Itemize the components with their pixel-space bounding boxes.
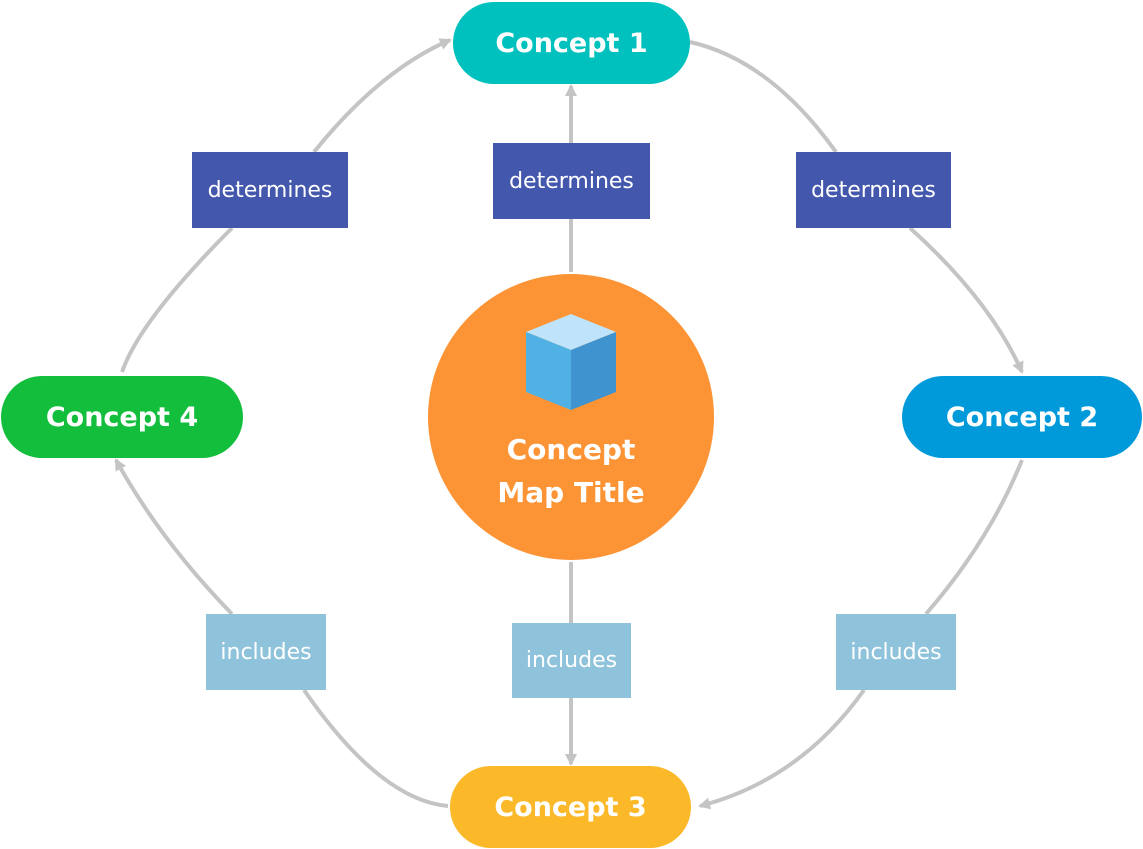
center-title-line-1: Concept bbox=[506, 433, 636, 466]
center-title: Concept Map Title bbox=[471, 428, 671, 514]
concept-3-label: Concept 3 bbox=[494, 791, 647, 823]
connector-c2-to-c3 bbox=[700, 459, 1024, 806]
concept-1-node[interactable]: Concept 1 bbox=[453, 2, 690, 84]
link-label-text: includes bbox=[525, 648, 618, 673]
concept-1-label: Concept 1 bbox=[495, 27, 648, 59]
concept-4-node[interactable]: Concept 4 bbox=[1, 376, 243, 458]
link-label-center-c1: determines bbox=[493, 143, 650, 219]
connector-c3-to-c4 bbox=[116, 460, 449, 808]
link-label-center-c3: includes bbox=[512, 623, 631, 698]
link-label-text: includes bbox=[850, 639, 942, 665]
link-label-text: includes bbox=[220, 639, 312, 665]
connector-c4-to-c1 bbox=[120, 40, 450, 373]
concept-2-label: Concept 2 bbox=[945, 401, 1099, 433]
cube-icon bbox=[526, 314, 616, 410]
link-label-text: determines bbox=[811, 177, 936, 203]
link-label-c4-c1: determines bbox=[192, 152, 348, 228]
connector-c1-to-c2 bbox=[689, 40, 1022, 372]
concept-2-node[interactable]: Concept 2 bbox=[902, 376, 1142, 458]
concept-3-node[interactable]: Concept 3 bbox=[450, 766, 691, 848]
concept-4-label: Concept 4 bbox=[45, 401, 199, 433]
link-label-text: determines bbox=[509, 168, 634, 194]
link-label-text: determines bbox=[207, 177, 333, 203]
center-concept-node[interactable]: Concept Map Title bbox=[428, 274, 714, 560]
link-label-c1-c2: determines bbox=[796, 152, 951, 228]
center-title-line-2: Map Title bbox=[497, 476, 645, 509]
link-label-c2-c3: includes bbox=[836, 614, 956, 690]
link-label-c3-c4: includes bbox=[206, 614, 326, 690]
